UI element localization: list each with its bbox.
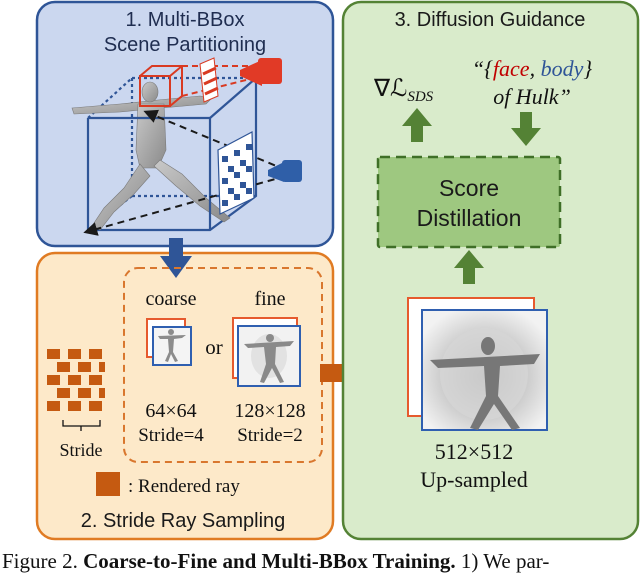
stride-pattern — [47, 349, 105, 411]
coarse-label: coarse — [145, 288, 196, 310]
body-camera-icon — [268, 160, 302, 182]
fine-stride: Stride=2 — [237, 425, 303, 446]
partition-title-line1: 1. Multi-BBox — [126, 9, 245, 31]
stride-bracket — [62, 420, 101, 431]
prompt-down-arrow — [511, 112, 541, 146]
resolution-options-frame — [123, 267, 323, 463]
caption-prefix: Figure 2. — [2, 549, 84, 573]
rendered-ray-legend-label: : Rendered ray — [128, 476, 240, 497]
sampling-panel: coarse fine or 64×64 Stride=4 128×128 St… — [35, 238, 335, 541]
coarse-resolution: 64×64 — [145, 400, 196, 422]
prompt-open: “{ — [472, 56, 493, 81]
upsampled-resolution: 512×512 — [435, 439, 513, 464]
upsampled-label: Up-sampled — [420, 467, 528, 492]
prompt-face: face — [493, 56, 530, 81]
prompt-line2: of Hulk” — [493, 84, 571, 109]
prompt-body: body — [541, 56, 584, 81]
loss-subscript: SDS — [407, 89, 433, 105]
fine-render-thumbnail — [232, 317, 301, 387]
guidance-panel: 3. Diffusion Guidance ∇ℒSDS “{face, body… — [341, 0, 640, 541]
coarse-stride: Stride=4 — [138, 425, 204, 446]
body-camera-rays — [83, 109, 287, 236]
caption-bold: Coarse-to-Fine and Multi-BBox Training. — [83, 549, 456, 573]
rendered-ray-legend-swatch — [96, 472, 120, 496]
sampling-title: 2. Stride Ray Sampling — [81, 510, 286, 532]
upsampled-to-score-arrow — [454, 250, 484, 284]
fine-resolution: 128×128 — [234, 400, 305, 422]
figure-caption: Figure 2. Coarse-to-Fine and Multi-BBox … — [0, 549, 640, 575]
partition-panel: 1. Multi-BBox Scene Partitioning — [35, 0, 335, 248]
or-label: or — [205, 335, 223, 359]
partition-title-line2: Scene Partitioning — [104, 34, 266, 56]
upsampled-render — [407, 297, 548, 431]
head-camera-rays — [181, 65, 263, 97]
head-render-patch — [199, 57, 219, 103]
svg-text:∇ℒSDS: ∇ℒSDS — [373, 76, 434, 105]
score-distillation-line2: Distillation — [417, 205, 522, 231]
coarse-render-thumbnail — [146, 318, 192, 366]
prompt-close: } — [583, 56, 592, 81]
body-render-patch — [217, 131, 255, 215]
loss-up-arrow — [402, 108, 432, 142]
stride-label: Stride — [60, 440, 103, 460]
guidance-title: 3. Diffusion Guidance — [395, 9, 586, 31]
svg-text:“{face, body}: “{face, body} — [472, 56, 592, 81]
fine-label: fine — [254, 288, 285, 310]
caption-rest: 1) We par- — [455, 549, 550, 573]
score-distillation-line1: Score — [439, 175, 499, 201]
loss-label: ∇ℒ — [373, 76, 407, 102]
prompt-comma: , — [530, 56, 541, 81]
head-camera-icon — [240, 58, 282, 86]
score-distillation-box — [376, 155, 562, 249]
